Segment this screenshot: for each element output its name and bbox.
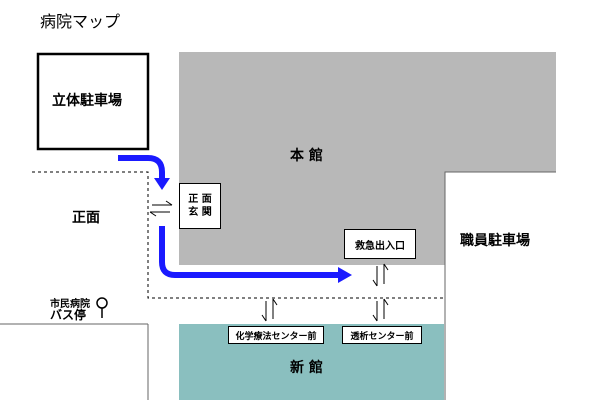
emergency-entrance-box: 救急出入口 <box>344 229 416 259</box>
staff-parking-label: 職員駐車場 <box>460 233 530 249</box>
front-entrance-box: 正 面 玄 関 <box>179 183 221 229</box>
front-label: 正面 <box>72 210 100 226</box>
front-entrance-label-line1: 正 面 <box>188 194 212 205</box>
chemo-center-entrance-label: 化学療法センター前 <box>235 331 317 342</box>
two-way-arrow-front-icon <box>149 200 173 217</box>
dialysis-center-entrance-box: 透析センター前 <box>342 326 422 344</box>
bus-stop-icon <box>96 297 108 309</box>
two-way-arrow-dialysis-icon <box>372 298 389 322</box>
site-boundary-dashed <box>32 171 445 299</box>
parking-structure-label: 立体駐車場 <box>52 93 122 109</box>
route-path-top <box>118 155 165 180</box>
staff-parking-outline <box>444 171 556 400</box>
route-path-bottom <box>159 226 340 278</box>
front-entrance-label-line2: 玄 関 <box>188 207 212 218</box>
parking-structure-shape <box>36 52 150 151</box>
dialysis-center-entrance-label: 透析センター前 <box>350 331 414 342</box>
bus-stop-label-line2: バス停 <box>50 308 87 322</box>
two-way-arrow-emergency-icon <box>372 263 389 287</box>
new-building-label: 新 館 <box>290 360 323 376</box>
route-arrowhead-right <box>338 267 352 283</box>
two-way-arrow-chemo-icon <box>261 298 278 322</box>
emergency-entrance-label: 救急出入口 <box>355 240 405 252</box>
main-building-shape <box>179 52 556 265</box>
route-arrowhead-down <box>154 178 170 190</box>
page-title: 病院マップ <box>40 12 121 31</box>
main-building-label: 本 館 <box>290 148 323 164</box>
bus-stop-label-line1: 市民病院 <box>50 299 90 310</box>
chemo-center-entrance-box: 化学療法センター前 <box>228 326 324 344</box>
